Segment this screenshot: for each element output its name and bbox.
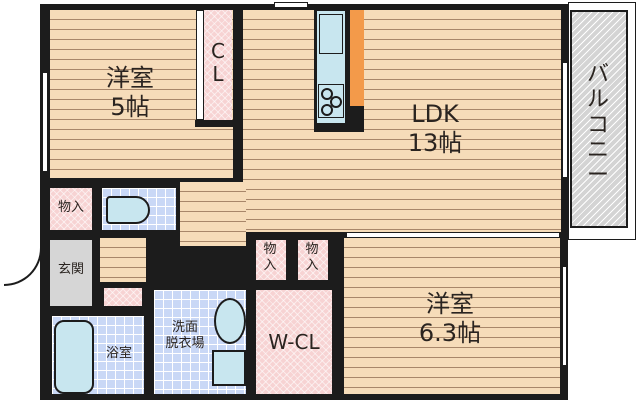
balcony-sliding-door[interactable] xyxy=(562,62,568,178)
stove-burner-icon xyxy=(330,96,342,108)
entrance-hall xyxy=(100,238,146,282)
kitchen-orange-counter xyxy=(350,10,364,106)
room-size: 6.3帖 xyxy=(418,318,482,347)
room-label-storage-1: 物入 xyxy=(57,200,84,215)
room-storage-2 xyxy=(256,240,286,280)
right-window[interactable] xyxy=(562,266,567,366)
stove-burner-icon xyxy=(321,88,333,100)
shoe-closet xyxy=(104,288,142,306)
room-name: LDK xyxy=(411,100,459,128)
entrance-door-icon[interactable] xyxy=(4,248,42,286)
room-6-window[interactable] xyxy=(346,232,560,238)
room-closet xyxy=(204,10,232,120)
toilet-icon xyxy=(106,196,150,224)
closet-wall xyxy=(195,120,235,127)
room-label-storage-3: 物入 xyxy=(305,242,319,273)
room-label-bathroom: 浴室 xyxy=(105,346,132,361)
room-label-walk-in-closet: W-CL xyxy=(268,330,320,354)
room-entrance xyxy=(50,240,92,306)
room-label-storage-2: 物入 xyxy=(263,242,277,273)
washing-machine-icon xyxy=(212,350,246,386)
room-storage-3 xyxy=(298,240,328,280)
left-window[interactable] xyxy=(42,72,48,172)
room-label-closet: CL xyxy=(211,39,225,86)
room-size: 5帖 xyxy=(110,92,150,121)
room-western-6 xyxy=(344,238,560,394)
closet-right-wall xyxy=(233,4,243,184)
top-window[interactable] xyxy=(274,2,308,8)
closet-door[interactable] xyxy=(196,10,204,120)
room-name: 洋室 xyxy=(426,290,474,318)
room-label-entrance: 玄関 xyxy=(57,262,84,277)
sink-basin xyxy=(319,14,343,54)
room-balcony xyxy=(570,10,628,228)
hall xyxy=(180,182,246,246)
room-label-washroom: 洗面 脱衣場 xyxy=(165,320,205,351)
room-ldk xyxy=(243,10,561,232)
stove-burner-icon xyxy=(321,104,333,116)
room-label-balcony: バルコニー xyxy=(586,62,609,189)
room-size: 13帖 xyxy=(407,128,463,157)
room-walk-in-closet xyxy=(256,290,332,394)
room-name: 洋室 xyxy=(106,64,154,92)
bathtub-icon xyxy=(54,320,94,394)
washbasin-icon xyxy=(214,298,246,344)
room-storage-1 xyxy=(50,188,92,230)
